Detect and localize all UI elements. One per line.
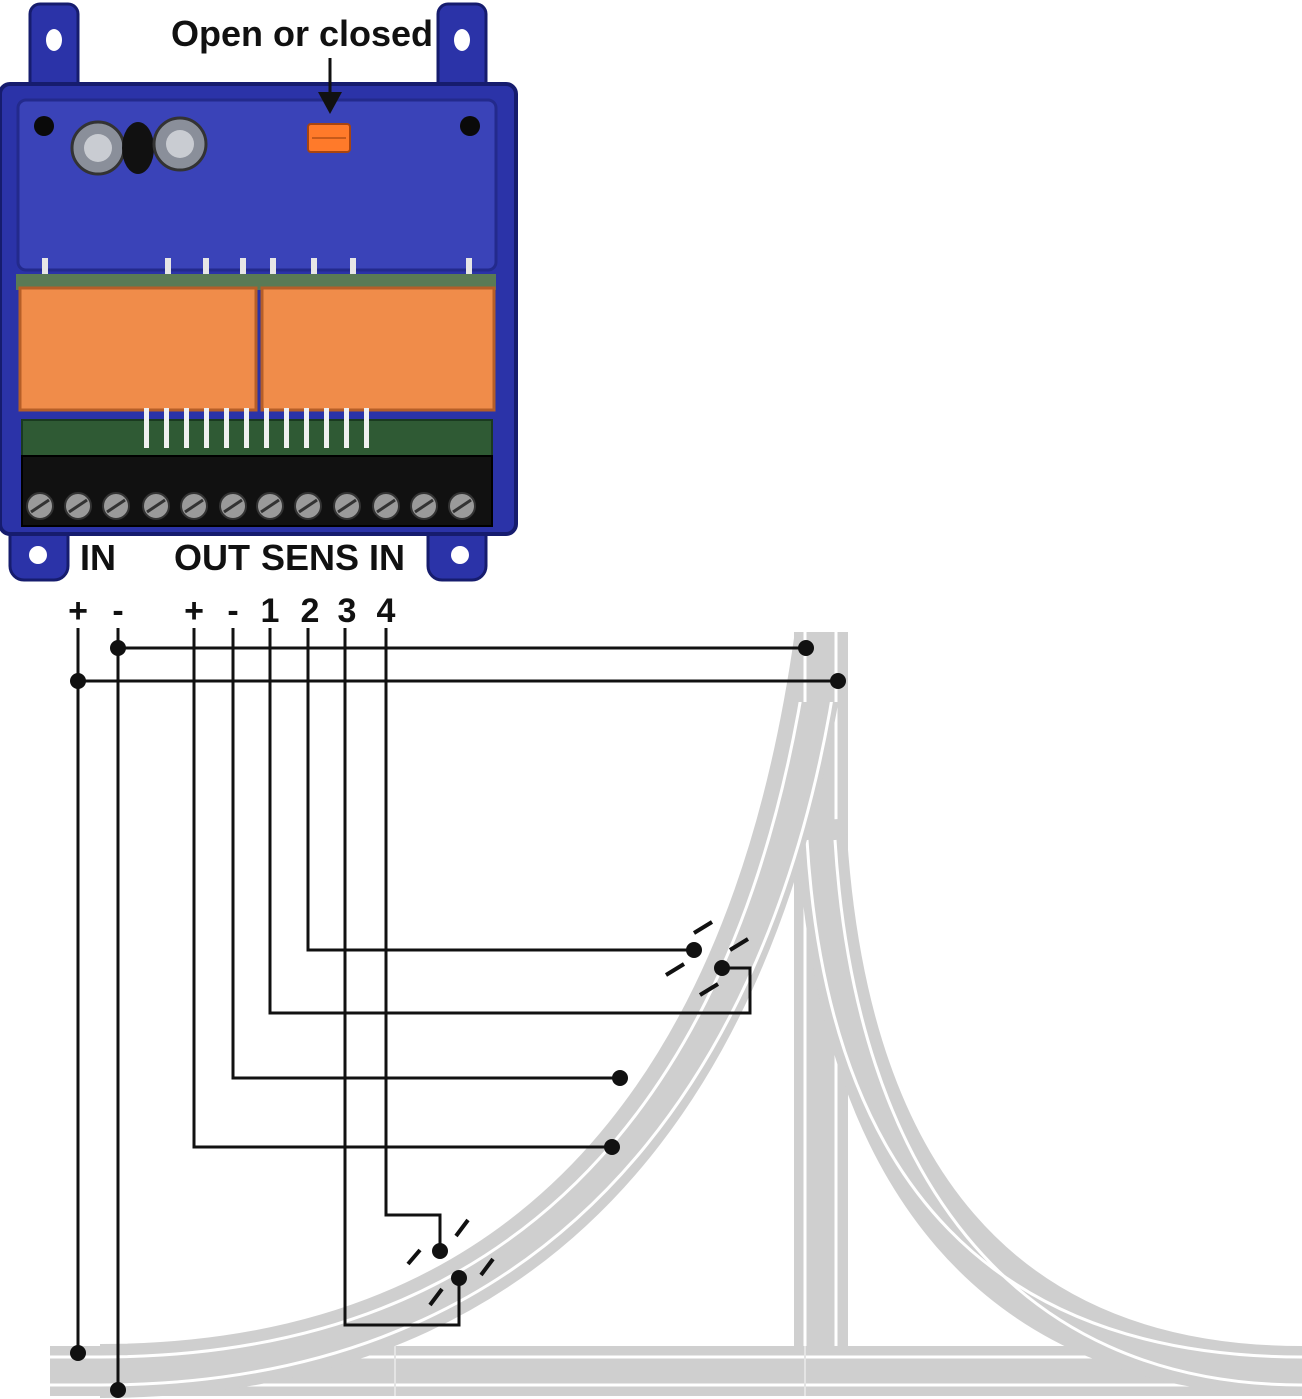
reverse-loop-module: [0, 2, 518, 582]
terminal-screw-icon[interactable]: [448, 492, 476, 520]
pcb-strip: [21, 419, 493, 459]
transistor: [122, 122, 154, 174]
terminal-label: 3: [338, 592, 357, 630]
wire-sens-4: [384, 628, 442, 1251]
section-label-sens-in: SENS IN: [261, 537, 405, 578]
terminal-screw-icon[interactable]: [219, 492, 247, 520]
terminal-screw-icon[interactable]: [294, 492, 322, 520]
terminal-screw-icon[interactable]: [256, 492, 284, 520]
wire-out-plus: [192, 628, 612, 1149]
terminal-label: -: [227, 592, 238, 630]
relay-left: [18, 286, 258, 412]
terminal-label: +: [184, 592, 204, 630]
terminal-screw-icon[interactable]: [333, 492, 361, 520]
terminal-screw-icon[interactable]: [26, 492, 54, 520]
wire-junctions: [70, 640, 846, 1398]
terminal-label: +: [68, 592, 88, 630]
terminal-screws: [26, 492, 476, 520]
relay-pins-top: [42, 258, 472, 276]
isolation-gap-lower: [406, 1218, 495, 1307]
terminal-label: -: [112, 592, 123, 630]
terminal-label: 2: [301, 592, 320, 630]
track-layout: [50, 632, 1302, 1398]
terminal-screw-icon[interactable]: [64, 492, 92, 520]
relay-right: [260, 286, 496, 412]
callout-label: Open or closed: [171, 13, 433, 54]
terminal-screw-icon[interactable]: [410, 492, 438, 520]
terminal-screw-icon[interactable]: [142, 492, 170, 520]
wire-sens-3: [343, 628, 461, 1327]
terminal-label: 1: [261, 592, 280, 630]
section-label-in: IN: [80, 537, 116, 578]
callout-arrow-icon: [318, 58, 342, 114]
terminal-block: [21, 455, 493, 527]
terminal-screw-icon[interactable]: [180, 492, 208, 520]
terminal-labels: + - + - 1 2 3 4: [68, 592, 395, 630]
terminal-label: 4: [377, 592, 396, 630]
wire-sens-2: [306, 628, 694, 952]
wire-out-minus: [231, 628, 620, 1080]
isolation-gap-upper: [664, 920, 750, 997]
curved-track-right: [796, 818, 1302, 1396]
terminal-screw-icon[interactable]: [372, 492, 400, 520]
wire-sens-1: [268, 628, 752, 1015]
section-label-out: OUT: [174, 537, 250, 578]
wiring: [76, 628, 838, 1390]
pcb-pins: [144, 408, 369, 448]
capacitor-left: [70, 120, 126, 176]
capacitor-right: [152, 116, 208, 172]
curved-track-left: [99, 636, 848, 1398]
terminal-screw-icon[interactable]: [102, 492, 130, 520]
